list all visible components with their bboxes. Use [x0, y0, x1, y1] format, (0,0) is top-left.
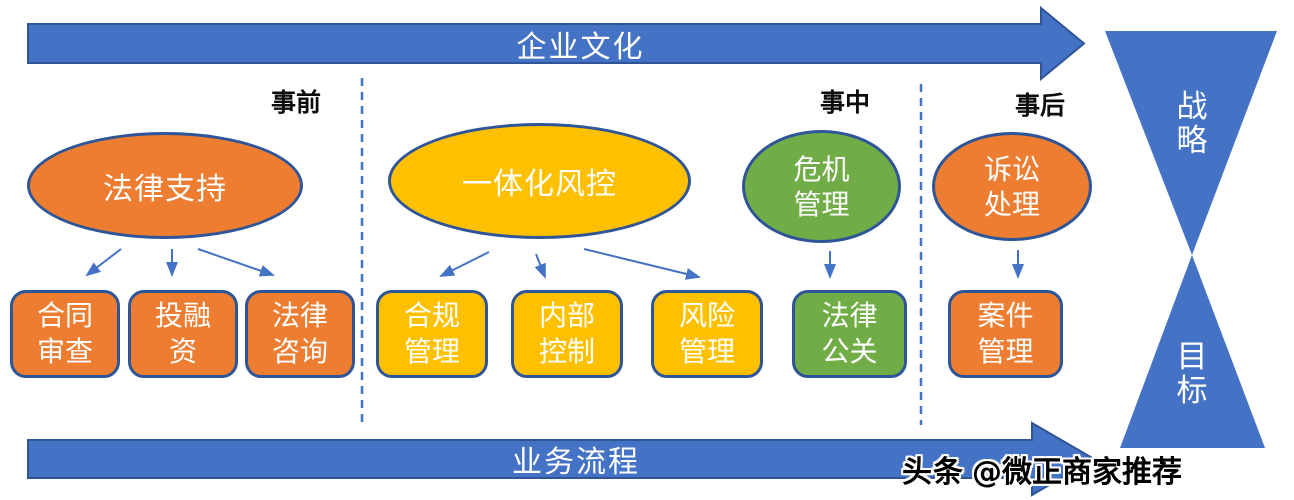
funnel-strategy-label: 战略 [1176, 89, 1208, 160]
ellipse-litigation-handling-label: 诉讼处理 [983, 152, 1040, 221]
connector-arrow [85, 248, 122, 277]
funnel-bottom-triangle [1120, 255, 1265, 448]
top-banner-label: 企业文化 [516, 29, 645, 65]
connector-arrow [534, 253, 546, 279]
box-legal-pr-label: 法律公关 [821, 299, 878, 368]
watermark-source: 头条 [902, 455, 964, 490]
box-legal-pr: 法律公关 [792, 290, 907, 378]
box-investment-financing-label: 投融资 [154, 299, 211, 368]
connector-arrow [583, 248, 701, 280]
connector-arrow [197, 248, 275, 277]
ellipse-crisis-management: 危机管理 [742, 130, 901, 243]
watermark-handle: @微正商家推荐 [972, 455, 1182, 490]
connector-arrow [439, 251, 490, 277]
phase-label-after: 事后 [1015, 91, 1066, 120]
box-case-management: 案件管理 [948, 290, 1063, 378]
ellipse-legal-support: 法律支持 [27, 132, 303, 239]
phase-label-before: 事前 [271, 88, 322, 117]
box-legal-consulting-label: 法律咨询 [271, 299, 328, 368]
top-banner-arrow [27, 5, 1086, 82]
ellipse-integrated-risk-control: 一体化风控 [388, 123, 691, 239]
funnel-top-triangle [1105, 31, 1277, 255]
box-case-management-label: 案件管理 [977, 299, 1034, 368]
ellipse-litigation-handling: 诉讼处理 [932, 132, 1092, 241]
bottom-banner-label: 业务流程 [512, 445, 640, 480]
box-investment-financing: 投融资 [128, 290, 238, 378]
bottom-banner-arrow [27, 421, 1096, 497]
funnel-goal-label: 目标 [1176, 339, 1208, 410]
box-internal-control: 内部控制 [511, 290, 623, 378]
box-contract-review-label: 合同审查 [36, 299, 93, 368]
box-legal-consulting: 法律咨询 [245, 290, 355, 378]
phase-label-during: 事中 [820, 88, 871, 117]
watermark: 头条@微正商家推荐 [902, 447, 1182, 491]
box-risk-management-label: 风险管理 [678, 299, 735, 368]
box-risk-management: 风险管理 [651, 290, 763, 378]
box-contract-review: 合同审查 [10, 290, 120, 378]
box-internal-control-label: 内部控制 [538, 299, 595, 368]
box-compliance-management-label: 合规管理 [403, 299, 460, 368]
ellipse-crisis-management-label: 危机管理 [793, 152, 850, 221]
box-compliance-management: 合规管理 [376, 290, 488, 378]
